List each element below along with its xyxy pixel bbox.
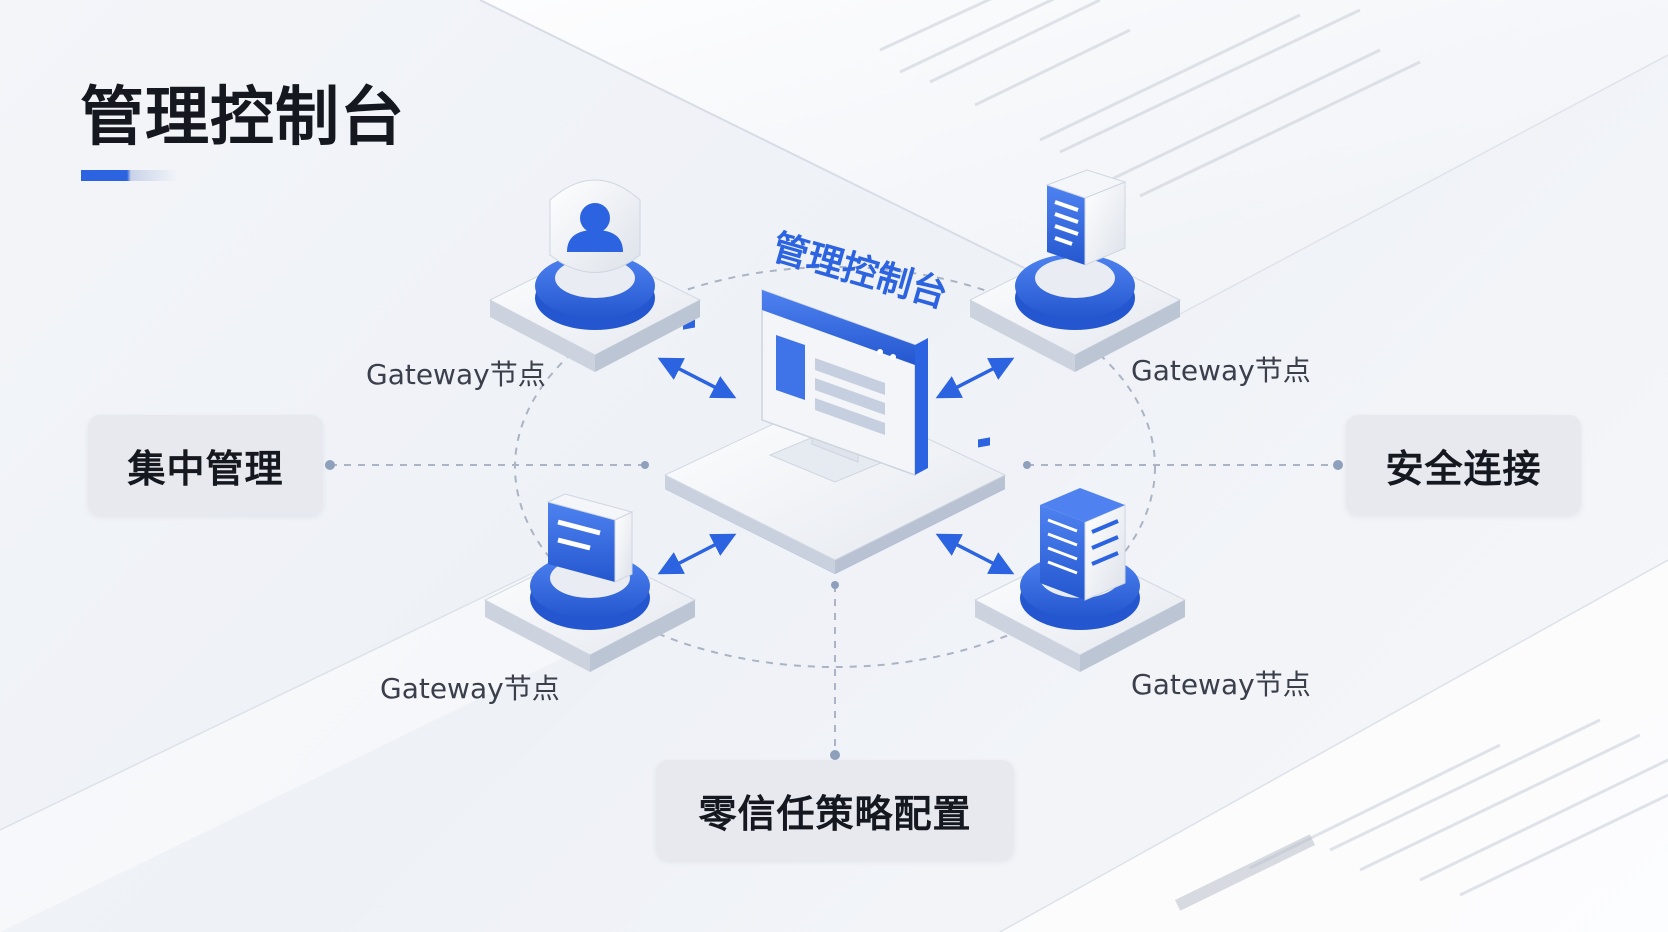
gateway-node-3[interactable] xyxy=(483,493,697,672)
feature-secure-connection[interactable]: 安全连接 xyxy=(1346,415,1581,515)
connection-ring xyxy=(514,266,1156,668)
gateway-node-4[interactable] xyxy=(973,488,1187,672)
feature-centralized-management[interactable]: 集中管理 xyxy=(88,415,323,515)
gateway-node-1[interactable] xyxy=(488,179,702,372)
center-console[interactable] xyxy=(663,288,1007,574)
feature-zero-trust-policy[interactable]: 零信任策略配置 xyxy=(656,760,1014,860)
gateway-node-4-label: Gateway节点 xyxy=(1131,668,1311,701)
connector-dot xyxy=(1333,460,1343,470)
feature-connectors xyxy=(330,464,1338,755)
gateway-node-3-label: Gateway节点 xyxy=(380,672,560,705)
connector-dot xyxy=(641,461,649,469)
server-rack-icon xyxy=(1040,488,1126,601)
connection-arrows xyxy=(657,357,1015,575)
list-card-icon xyxy=(546,493,634,583)
connector-dot xyxy=(831,581,839,589)
user-avatar-icon xyxy=(549,179,641,273)
monitor-console-icon xyxy=(761,288,928,477)
connector-dot xyxy=(830,750,840,760)
connector-dot xyxy=(1023,461,1031,469)
title-accent-bar xyxy=(81,170,177,181)
page-title: 管理控制台 xyxy=(80,81,405,155)
gateway-node-2-label: Gateway节点 xyxy=(1131,354,1311,387)
gateway-node-1-label: Gateway节点 xyxy=(366,358,546,391)
connector-dot xyxy=(325,460,335,470)
gateway-node-2[interactable] xyxy=(968,169,1182,372)
document-shield-icon xyxy=(1045,169,1127,266)
